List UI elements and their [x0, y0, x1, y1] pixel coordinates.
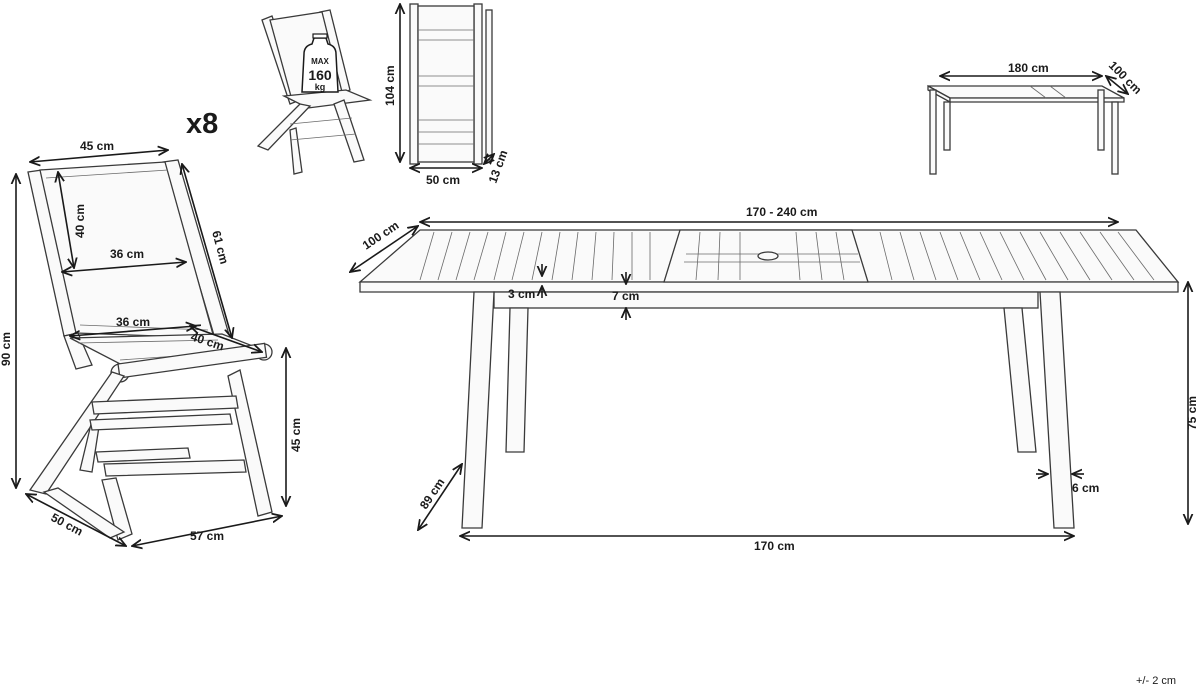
main-table-leg-length-arrow — [418, 464, 462, 530]
tolerance-note: +/- 2 cm — [1136, 675, 1176, 687]
top-thickness-label: 3 cm — [508, 287, 535, 301]
chair-drawing — [27, 159, 273, 541]
folded-chair-drawing — [409, 3, 493, 165]
small-table-drawing — [927, 84, 1125, 175]
small-table-width-arrow — [1106, 76, 1128, 94]
max-load-unit: kg — [315, 82, 326, 92]
chair-seat-height-label: 45 cm — [289, 418, 303, 452]
main-table-leg-span-label: 170 cm — [754, 539, 795, 553]
main-table-width-arrow — [350, 226, 418, 272]
max-load-caption: MAX — [311, 57, 329, 66]
quantity-label: x8 — [186, 108, 218, 140]
chair-dimension-lines — [16, 150, 286, 546]
chair-back-height-label: 40 cm — [73, 204, 87, 238]
folded-width-label: 50 cm — [426, 173, 460, 187]
chair-back-length-label: 61 cm — [209, 229, 231, 265]
main-table-height-label: 75 cm — [1185, 396, 1199, 430]
max-load-value: 160 — [308, 67, 332, 83]
main-table-length-label: 170 - 240 cm — [746, 205, 817, 219]
folded-height-label: 104 cm — [383, 65, 397, 106]
chair-total-height-label: 90 cm — [0, 332, 13, 366]
chair-seat-width-label: 36 cm — [116, 315, 150, 329]
leg-width-label: 6 cm — [1072, 481, 1099, 495]
main-table-drawing — [358, 229, 1180, 529]
chair-leg-span-label: 57 cm — [190, 529, 224, 543]
small-table-length-label: 180 cm — [1008, 61, 1049, 75]
folded-thickness-arrow — [484, 154, 494, 164]
main-table-width-label: 100 cm — [360, 218, 402, 252]
chair-width-top-label: 45 cm — [80, 139, 114, 153]
chair-back-inner-width-label: 36 cm — [110, 247, 144, 261]
weight-icon — [301, 33, 339, 93]
apron-height-label: 7 cm — [612, 289, 639, 303]
